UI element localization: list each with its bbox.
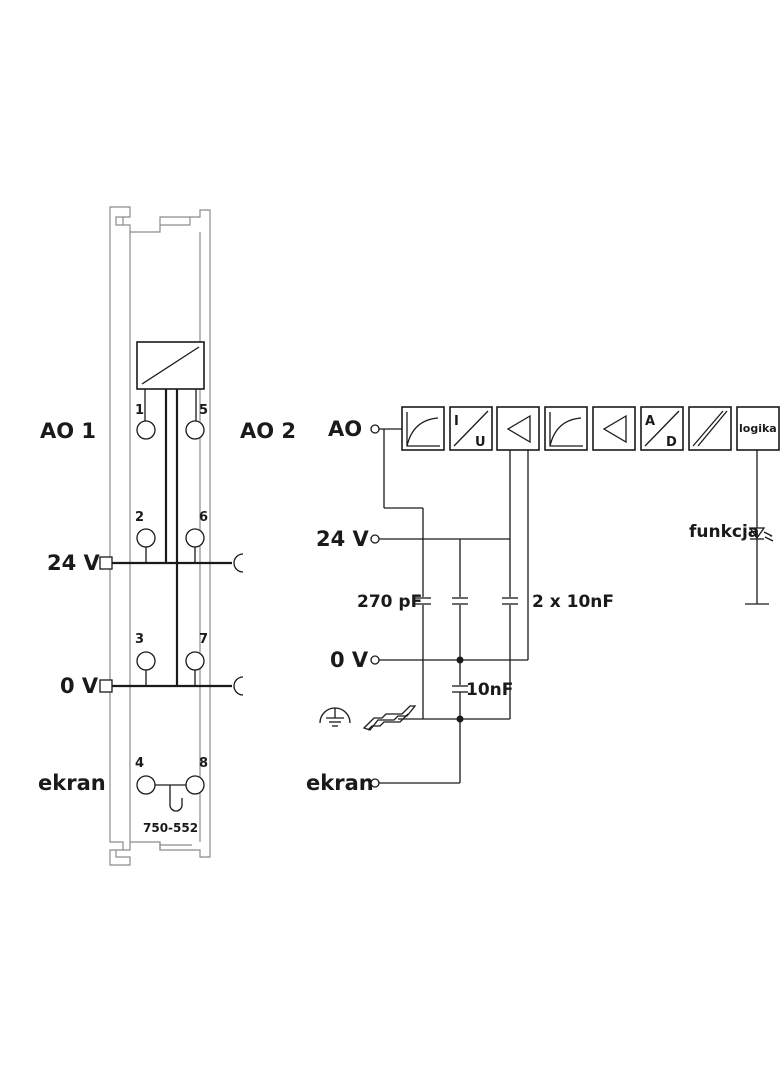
terminal-5 [185, 420, 205, 440]
label-ao2: AO 2 [240, 419, 296, 443]
block-iu-top: I [454, 414, 459, 429]
label-cap-10nf: 10nF [466, 680, 513, 700]
bus-24v [99, 547, 244, 573]
label-ao: AO [328, 417, 362, 441]
terminal-2 [136, 528, 156, 548]
din-rail-icon [362, 705, 417, 731]
block-logic: logika [739, 422, 777, 435]
terminal-1 [136, 420, 156, 440]
terminal-8 [185, 775, 205, 795]
terminal-4 [136, 775, 156, 795]
terminal-3 [136, 651, 156, 671]
label-shield-right: ekran [306, 771, 374, 795]
pin-4: 4 [135, 756, 144, 771]
pin-8: 8 [199, 756, 208, 771]
part-number: 750-552 [143, 821, 198, 835]
internal-wiring [144, 389, 197, 686]
block-ad-bottom: D [666, 435, 677, 450]
pin-3: 3 [135, 632, 144, 647]
block-ad-top: A [645, 414, 655, 429]
label-cap-2x10nf: 2 x 10nF [532, 592, 614, 612]
label-24v-left: 24 V [47, 551, 101, 575]
label-cap-270pf: 270 pF [357, 592, 422, 612]
block-chain: I U A D logika [379, 406, 780, 451]
pin-5: 5 [199, 403, 208, 418]
label-shield-left: ekran [38, 771, 106, 795]
ground-icon [319, 707, 351, 727]
pin-7: 7 [199, 632, 208, 647]
block-iu-bottom: U [475, 435, 486, 450]
label-0v-left: 0 V [60, 674, 99, 698]
converter-block [136, 341, 205, 390]
schematic-wiring [379, 429, 529, 784]
bus-0v [99, 670, 244, 696]
label-funkcja: funkcja [689, 522, 759, 542]
label-0v-right: 0 V [330, 648, 369, 672]
terminal-points [136, 420, 205, 795]
label-24v-right: 24 V [316, 527, 370, 551]
pin-6: 6 [199, 510, 208, 525]
terminal-7 [185, 651, 205, 671]
led-icon [770, 535, 772, 537]
label-ao1: AO 1 [40, 419, 96, 443]
terminal-6 [185, 528, 205, 548]
pin-1: 1 [135, 403, 144, 418]
pin-2: 2 [135, 510, 144, 525]
schematic-terminals [370, 424, 380, 788]
shield-link [155, 784, 186, 812]
